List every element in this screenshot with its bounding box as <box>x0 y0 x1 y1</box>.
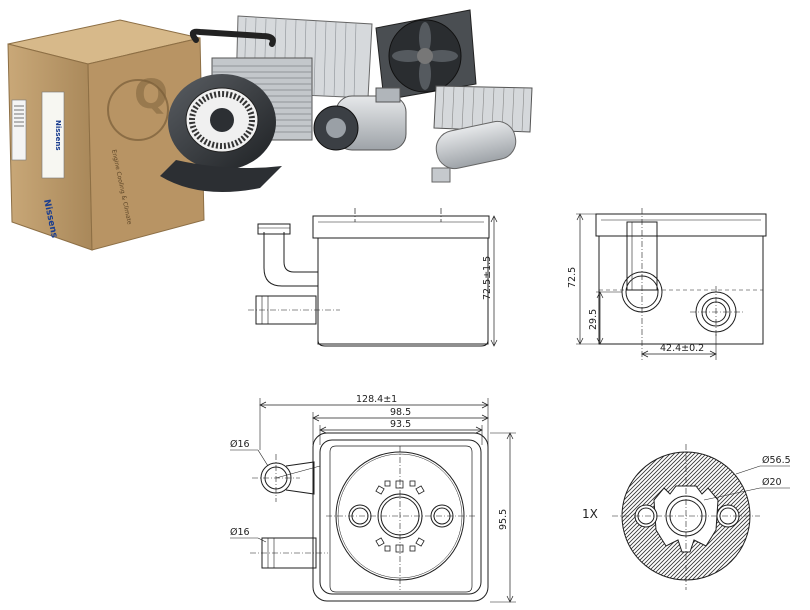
seal-quantity: 1X <box>582 507 598 521</box>
packaging-box: Nissens Nissens Engine Cooling & Climate… <box>7 19 205 251</box>
inner-width-dim: 93.5 <box>390 419 411 430</box>
port-top-diameter: Ø16 <box>230 439 250 450</box>
top-view-drawing <box>230 398 516 603</box>
seal-inner-diameter: Ø20 <box>762 477 782 488</box>
end-view-drawing <box>576 208 767 360</box>
svg-text:Q: Q <box>134 72 168 118</box>
port-bottom-diameter: Ø16 <box>230 527 250 538</box>
receiver-drier-part <box>431 120 517 183</box>
plate-width-dim: 98.5 <box>390 407 411 418</box>
overall-width-dim: 128.4±1 <box>356 394 397 405</box>
side-height-dim: 72.5±1.5 <box>482 256 493 300</box>
end-lower-dim: 29.5 <box>588 309 599 330</box>
seal-gasket-drawing <box>612 444 790 590</box>
box-brand-label: Nissens <box>54 120 62 151</box>
end-spacing-dim: 42.4±0.2 <box>660 343 704 354</box>
top-height-dim: 95.5 <box>498 509 509 530</box>
blower-motor-part <box>160 74 282 192</box>
seal-outer-diameter: Ø56.5 <box>762 455 791 466</box>
product-photo-collage: Nissens Nissens Engine Cooling & Climate… <box>7 9 533 251</box>
ac-compressor-part <box>313 87 407 151</box>
side-view-drawing <box>248 208 498 347</box>
small-radiator-part <box>433 85 533 133</box>
radiator-fan-part <box>375 9 477 101</box>
end-height-dim: 72.5 <box>567 267 578 288</box>
